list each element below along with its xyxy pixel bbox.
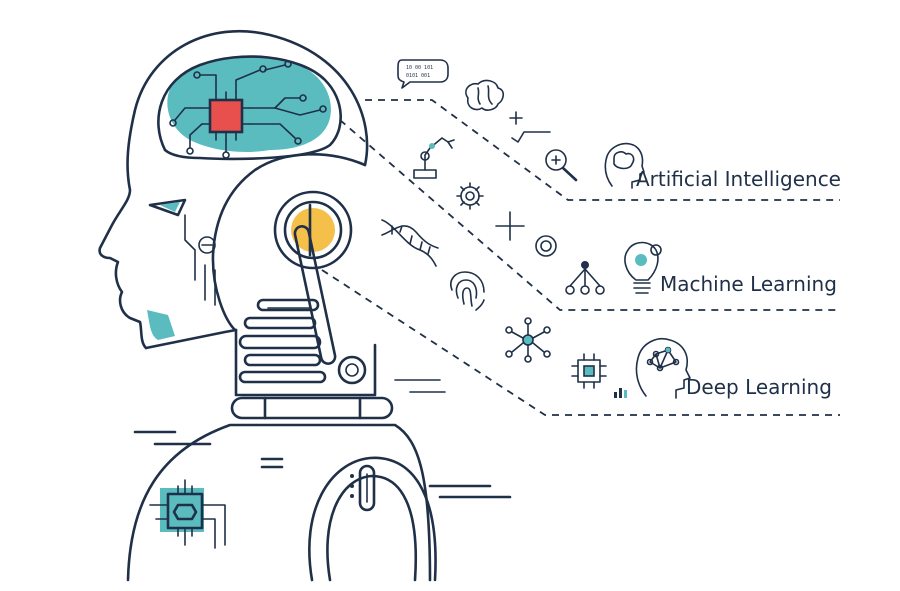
chest-chip-icon (149, 479, 226, 549)
gear-icon (456, 182, 484, 210)
brain-icon (465, 79, 505, 111)
ai-label: Artificial Intelligence (636, 167, 841, 191)
ml-icon-group: Machine Learning (381, 137, 837, 296)
connector-lines (321, 99, 840, 416)
robot-head (98, 29, 446, 420)
ear-yellow (291, 208, 335, 252)
svg-text:0101 001: 0101 001 (406, 73, 430, 79)
speech-bubble-icon: 10 00 101 0101 001 (397, 59, 449, 89)
brain-teal (167, 57, 331, 152)
bar-chart-icon (614, 388, 627, 398)
plus-icon (495, 211, 525, 241)
head-network-icon (635, 338, 691, 399)
dl-icon-group: Deep Learning (450, 271, 832, 399)
svg-text:10 00 101: 10 00 101 (406, 65, 433, 71)
dna-icon (381, 219, 439, 267)
node-tree-icon (565, 261, 605, 295)
plus-icon (509, 111, 523, 125)
lightbulb-gear-icon (624, 241, 662, 294)
dl-label: Deep Learning (686, 375, 832, 399)
brain-chip-icon (208, 98, 244, 134)
brain-circuit-traces (169, 60, 327, 159)
network-nodes-icon (505, 317, 551, 363)
circuit-circle-icon (535, 235, 557, 257)
head-brain-icon (604, 142, 645, 189)
square-root-icon (511, 131, 551, 143)
cpu-icon (571, 353, 607, 389)
ai-icon-group: 10 00 101 0101 001 Artificial Intelligen… (397, 59, 841, 191)
robot-arm-icon (413, 137, 455, 179)
ml-label: Machine Learning (660, 272, 837, 296)
magnifier-icon (545, 149, 578, 182)
fingerprint-icon (450, 271, 485, 311)
robot-body (126, 423, 512, 582)
